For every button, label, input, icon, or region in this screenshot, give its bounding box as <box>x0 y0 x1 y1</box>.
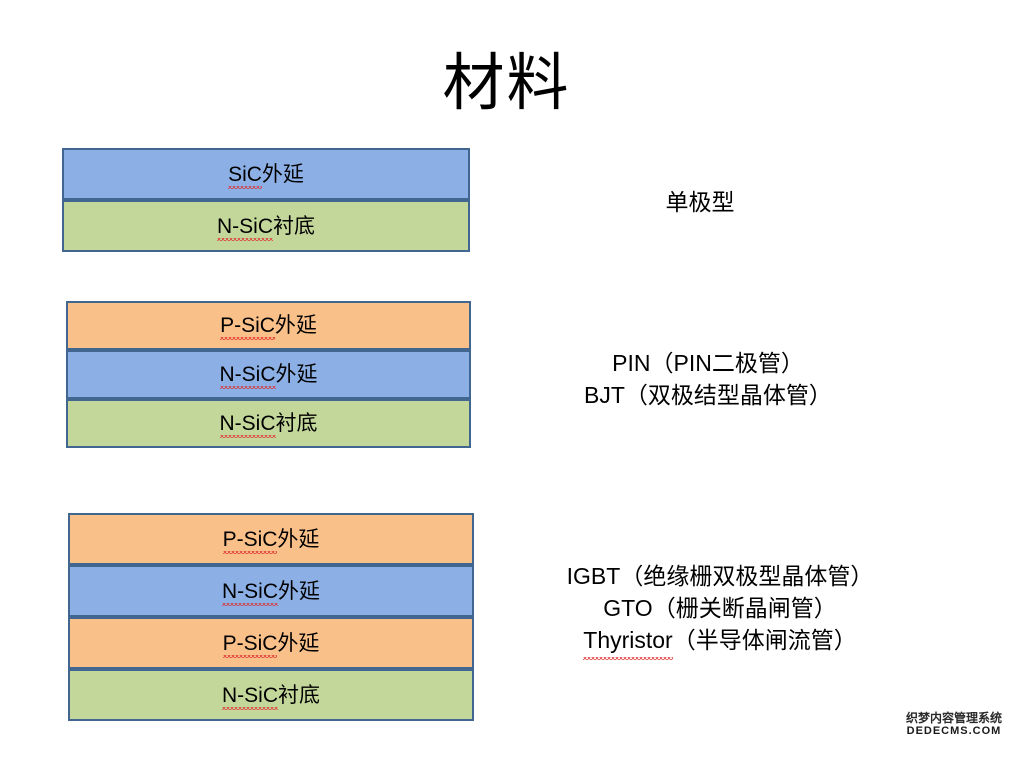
layer-label: P-SiC外延 <box>222 631 320 658</box>
layer-label: P-SiC外延 <box>222 527 320 554</box>
note-line-cjk: （半导体闸流管） <box>672 627 857 653</box>
layer-label-latin: N-SiC <box>222 683 278 710</box>
unipolar-device-stack: SiC外延 N-SiC衬底 <box>62 148 470 252</box>
note-line: IGBT（绝缘栅双极型晶体管） <box>566 563 874 589</box>
layer-label-cjk: 外延 <box>278 579 320 603</box>
layer-label-latin: N-SiC <box>219 363 276 389</box>
layer-p-sic-epi-top[interactable]: P-SiC外延 <box>68 513 474 565</box>
note-line: PIN（PIN二极管） <box>612 350 804 376</box>
note-line-latin: Thyristor <box>583 624 674 660</box>
layer-n-sic-substrate[interactable]: N-SiC衬底 <box>62 200 470 252</box>
note-bipolar-devices: PIN（PIN二极管） BJT（双极结型晶体管） <box>528 347 888 411</box>
layer-sic-epi[interactable]: SiC外延 <box>62 148 470 200</box>
layer-label: N-SiC衬底 <box>219 412 318 438</box>
note-power-switch-devices: IGBT（绝缘栅双极型晶体管） GTO（栅关断晶闸管） Thyristor（半导… <box>520 560 920 660</box>
layer-label-cjk: 外延 <box>277 527 320 551</box>
note-line: BJT（双极结型晶体管） <box>584 382 832 408</box>
layer-n-sic-epi[interactable]: N-SiC外延 <box>66 350 471 399</box>
layer-n-sic-epi[interactable]: N-SiC外延 <box>68 565 474 617</box>
bipolar-pin-bjt-stack: P-SiC外延 N-SiC外延 N-SiC衬底 <box>66 301 471 448</box>
layer-label: N-SiC外延 <box>222 579 320 606</box>
note-line: Thyristor（半导体闸流管） <box>520 624 920 660</box>
layer-label-latin: P-SiC <box>222 631 278 658</box>
layer-label-latin: P-SiC <box>222 527 278 554</box>
layer-label-latin: P-SiC <box>220 314 275 340</box>
page-title: 材料 <box>442 49 571 118</box>
layer-p-sic-epi[interactable]: P-SiC外延 <box>66 301 471 350</box>
layer-label-cjk: 衬底 <box>278 683 320 707</box>
watermark-en-text: DEDECMS.COM <box>906 725 1002 737</box>
layer-label: N-SiC外延 <box>219 363 318 389</box>
layer-label-cjk: 外延 <box>275 363 318 386</box>
note-line: 单极型 <box>665 189 735 215</box>
note-unipolar: 单极型 <box>530 186 870 218</box>
layer-label-cjk: 外延 <box>277 631 320 655</box>
layer-label-cjk: 衬底 <box>273 214 315 238</box>
layer-label-cjk: 外延 <box>261 162 304 186</box>
layer-n-sic-substrate[interactable]: N-SiC衬底 <box>68 669 474 721</box>
igbt-gto-thyristor-stack: P-SiC外延 N-SiC外延 P-SiC外延 N-SiC衬底 <box>68 513 474 721</box>
layer-label: SiC外延 <box>228 162 304 189</box>
layer-p-sic-epi-bottom[interactable]: P-SiC外延 <box>68 617 474 669</box>
layer-label: N-SiC衬底 <box>222 683 320 710</box>
layer-label: P-SiC外延 <box>220 314 317 340</box>
layer-n-sic-substrate[interactable]: N-SiC衬底 <box>66 399 471 448</box>
layer-label-latin: SiC <box>228 162 262 189</box>
layer-label-cjk: 外延 <box>274 314 317 337</box>
layer-label-cjk: 衬底 <box>275 412 318 435</box>
layer-label-latin: N-SiC <box>217 214 273 241</box>
layer-label: N-SiC衬底 <box>217 214 315 241</box>
watermark-cn-text: 织梦内容管理系统 <box>905 711 1002 725</box>
watermark: 织梦内容管理系统 DEDECMS.COM <box>898 712 1010 737</box>
layer-label-latin: N-SiC <box>222 579 278 606</box>
note-line: GTO（栅关断晶闸管） <box>603 595 837 621</box>
layer-label-latin: N-SiC <box>219 412 276 438</box>
